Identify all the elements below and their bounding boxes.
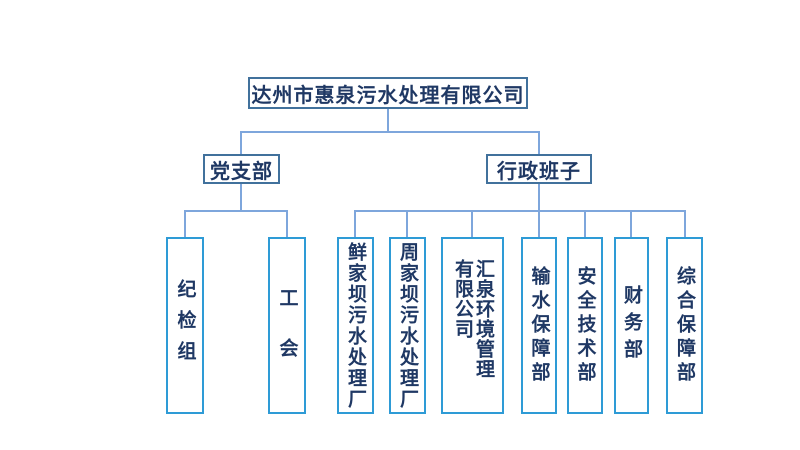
node-huiquan-environment-company-label-line2: 有限公司 bbox=[452, 259, 474, 339]
node-general-support-dept: 综合保障部 bbox=[666, 237, 703, 414]
node-party-branch-label: 党支部 bbox=[210, 158, 273, 183]
node-xianjiaba-sewage-plant-label: 鲜家坝污水处理厂 bbox=[345, 241, 367, 410]
node-huiquan-environment-company-label-line1: 汇泉环境管理 bbox=[472, 259, 495, 379]
node-general-support-dept-label: 综合保障部 bbox=[674, 265, 696, 386]
node-zhoujiaba-sewage-plant: 周家坝污水处理厂 bbox=[389, 237, 426, 414]
node-party-branch: 党支部 bbox=[203, 154, 280, 184]
connector-general-support-drop bbox=[684, 210, 686, 237]
node-zhoujiaba-sewage-plant-label: 周家坝污水处理厂 bbox=[397, 241, 419, 410]
node-water-transmission-support-dept-label: 输水保障部 bbox=[528, 265, 551, 386]
node-finance-dept-label: 财务部 bbox=[621, 285, 643, 366]
connector-xianjiaba-drop bbox=[354, 210, 356, 237]
node-water-transmission-support-dept: 输水保障部 bbox=[521, 237, 557, 414]
node-admin-team-label: 行政班子 bbox=[497, 158, 581, 183]
connector-discipline-drop bbox=[184, 210, 186, 237]
connector-root-drop bbox=[387, 108, 389, 132]
node-xianjiaba-sewage-plant: 鲜家坝污水处理厂 bbox=[337, 237, 374, 414]
node-safety-technology-dept-label: 安全技术部 bbox=[574, 265, 597, 386]
connector-safety-drop bbox=[584, 210, 586, 237]
connector-admin-bus bbox=[354, 210, 686, 212]
node-admin-team: 行政班子 bbox=[486, 154, 592, 184]
node-labor-union: 工 会 bbox=[268, 237, 306, 414]
node-finance-dept: 财务部 bbox=[614, 237, 649, 414]
node-company-root: 达州市惠泉污水处理有限公司 bbox=[248, 77, 528, 109]
node-company-root-label: 达州市惠泉污水处理有限公司 bbox=[251, 82, 525, 107]
connector-party-riser bbox=[240, 131, 242, 154]
node-labor-union-label: 工 会 bbox=[276, 288, 299, 363]
connector-admin-riser bbox=[538, 131, 540, 154]
connector-union-drop bbox=[286, 210, 288, 237]
node-discipline-inspection-group: 纪检组 bbox=[166, 237, 204, 414]
node-huiquan-environment-company: 汇泉环境管理 有限公司 bbox=[441, 237, 504, 414]
connector-level1-bus bbox=[240, 131, 540, 133]
connector-finance-drop bbox=[630, 210, 632, 237]
connector-zhoujiaba-drop bbox=[406, 210, 408, 237]
node-discipline-inspection-group-label: 纪检组 bbox=[174, 279, 197, 372]
connector-huiquan-drop bbox=[471, 210, 473, 237]
connector-party-bus bbox=[184, 210, 288, 212]
connector-party-drop bbox=[240, 184, 242, 211]
node-safety-technology-dept: 安全技术部 bbox=[567, 237, 603, 414]
